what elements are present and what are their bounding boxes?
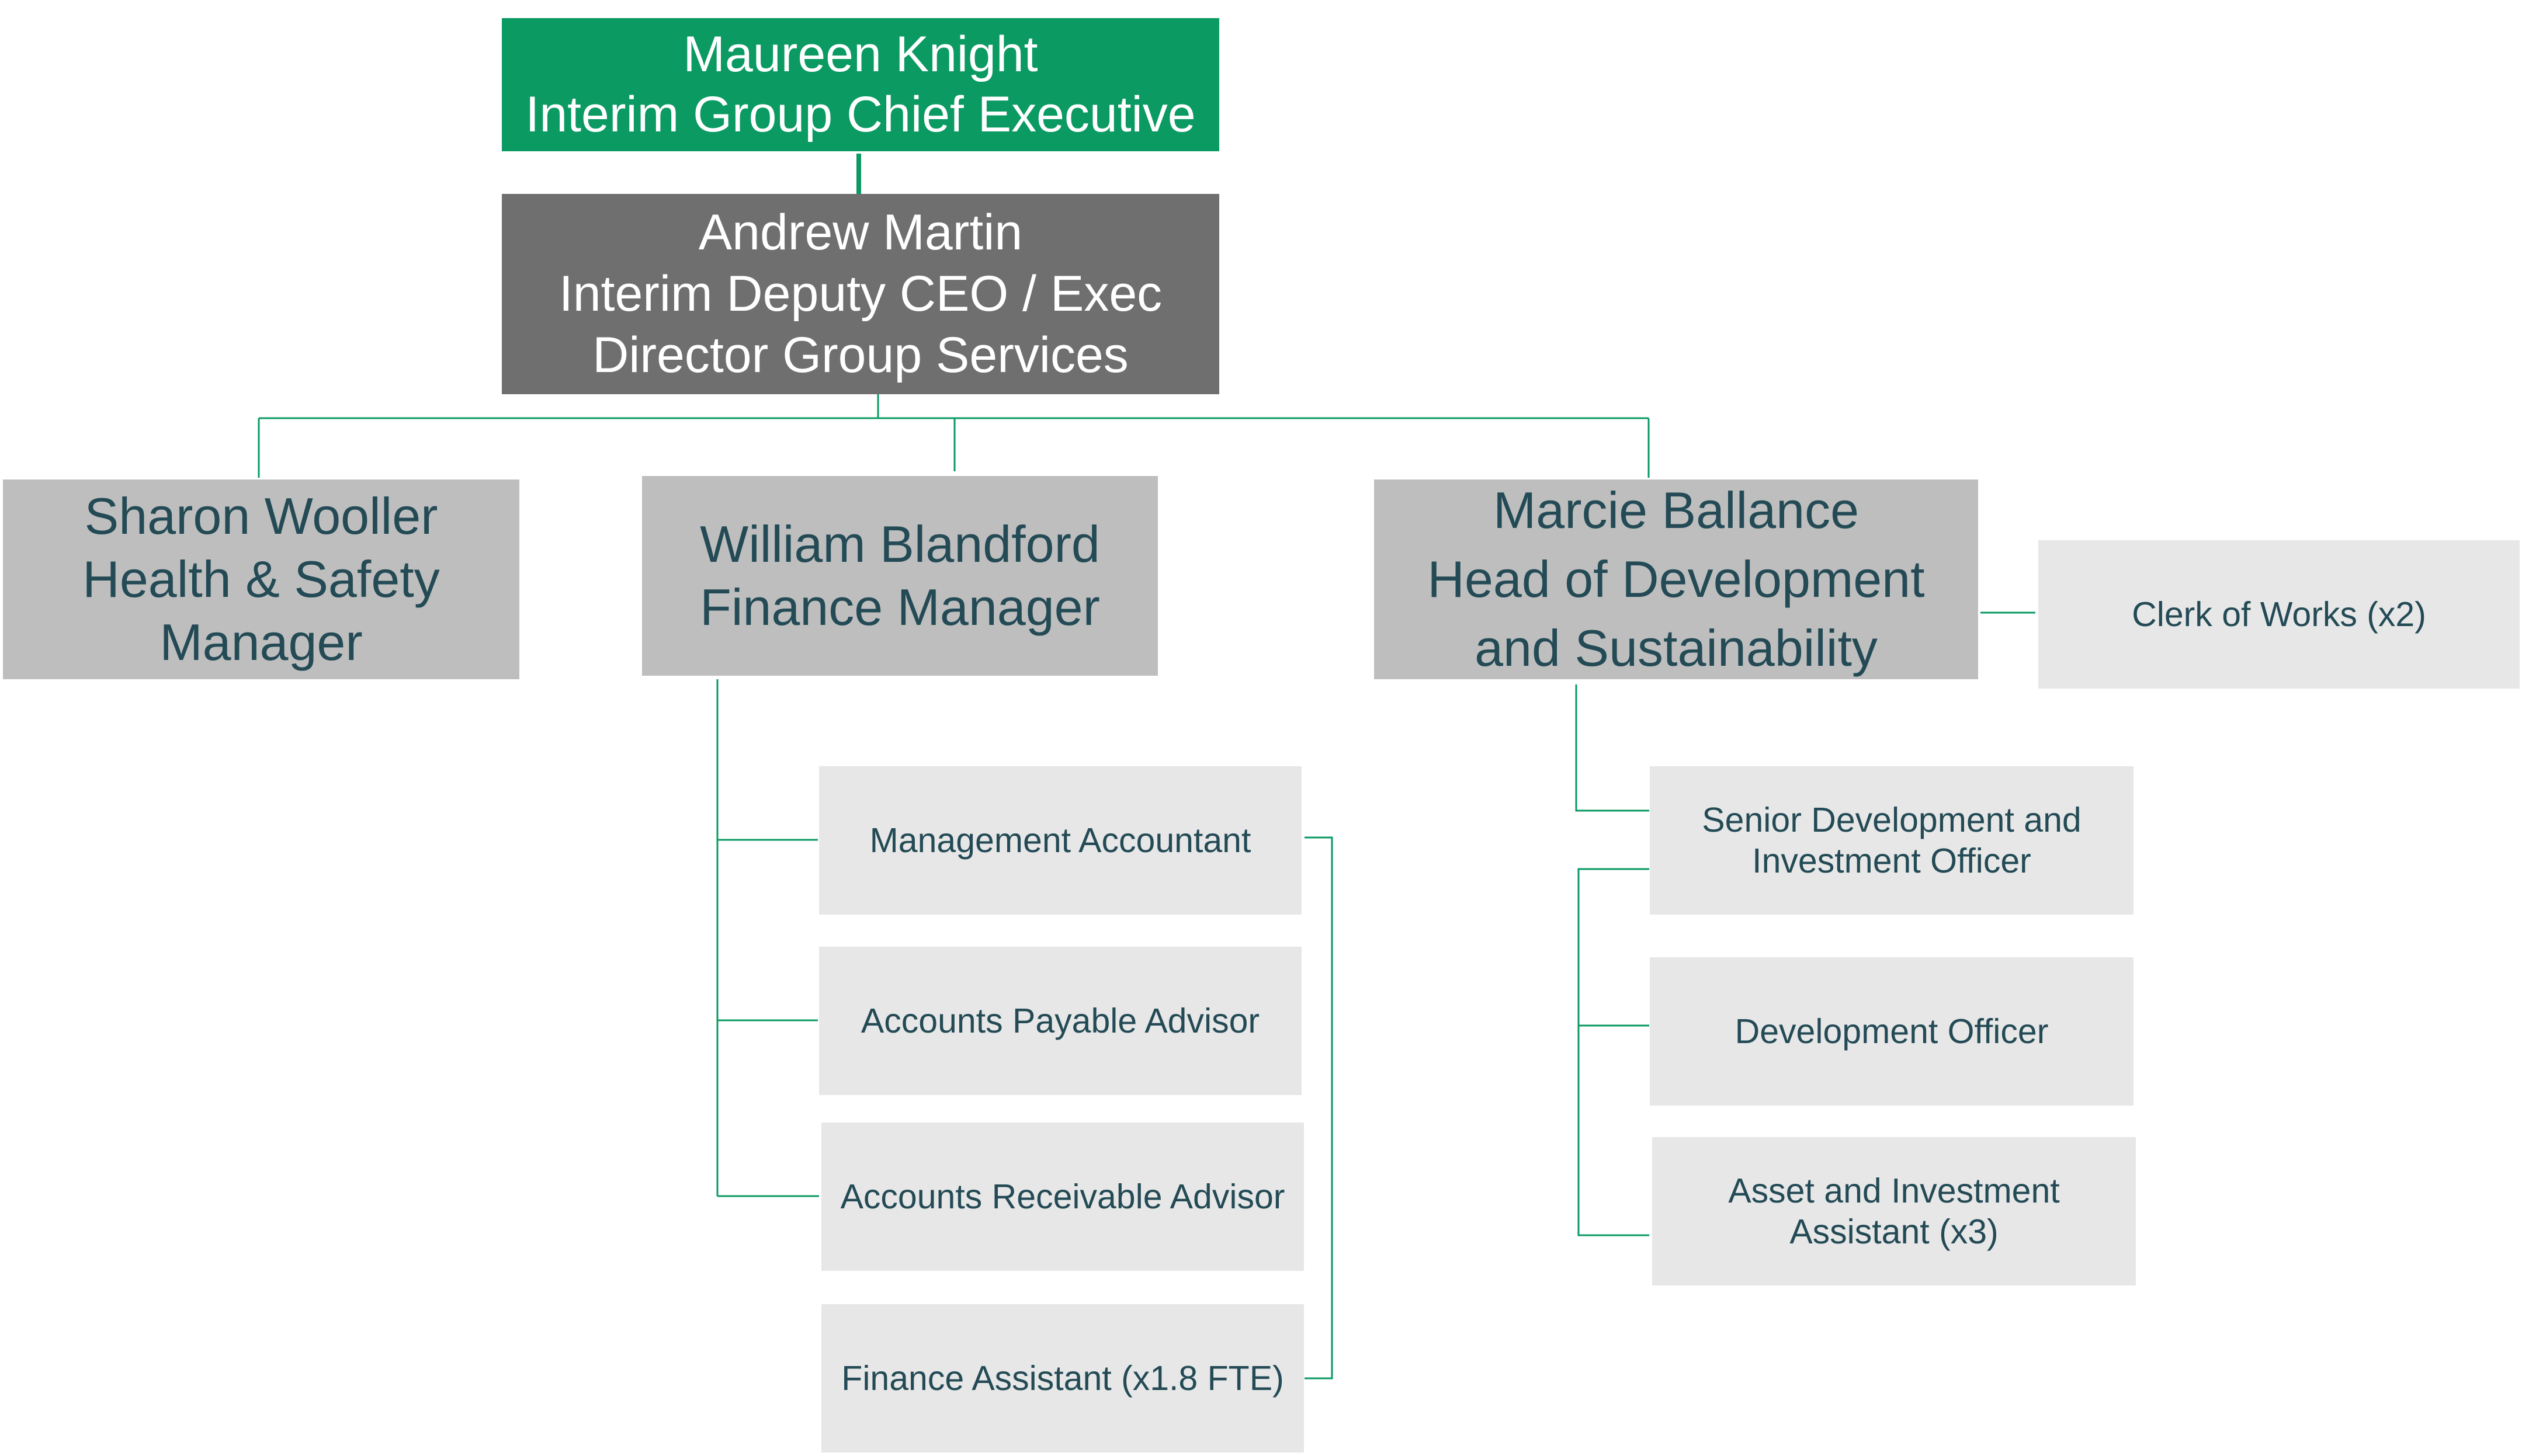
development-head-name: Marcie Ballance — [1493, 481, 1860, 539]
clerk-of-works-box: Clerk of Works (x2) — [2038, 540, 2520, 689]
clerk-of-works-label: Clerk of Works (x2) — [2132, 595, 2426, 634]
accounts-payable-advisor-label: Accounts Payable Advisor — [861, 1002, 1260, 1040]
senior-development-officer-box: Senior Development and Investment Office… — [1650, 766, 2134, 915]
asset-investment-assistant-line2: Assistant (x3) — [1789, 1212, 1999, 1251]
accounts-receivable-advisor-box: Accounts Receivable Advisor — [821, 1123, 1304, 1271]
development-officer-label: Development Officer — [1734, 1012, 2049, 1051]
development-head-box: Marcie Ballance Head of Development and … — [1374, 479, 1978, 679]
finance-assistant-box: Finance Assistant (x1.8 FTE) — [821, 1304, 1304, 1452]
asset-investment-assistant-box: Asset and Investment Assistant (x3) — [1652, 1137, 2136, 1285]
ceo-name: Maureen Knight — [683, 26, 1038, 82]
senior-development-officer-line1: Senior Development and — [1702, 801, 2082, 839]
health-safety-manager-title-line2: Manager — [159, 613, 363, 671]
accounts-payable-advisor-box: Accounts Payable Advisor — [819, 947, 1302, 1095]
finance-assistant-label: Finance Assistant (x1.8 FTE) — [841, 1359, 1284, 1398]
finance-manager-box: William Blandford Finance Manager — [642, 476, 1158, 676]
connector-dev-lower — [1577, 868, 1649, 1236]
senior-development-officer-line2: Investment Officer — [1752, 842, 2031, 880]
deputy-title-line1: Interim Deputy CEO / Exec — [558, 266, 1163, 322]
health-safety-manager-name: Sharon Wooller — [84, 487, 438, 545]
finance-manager-name: William Blandford — [700, 515, 1100, 573]
accounts-receivable-advisor-label: Accounts Receivable Advisor — [840, 1177, 1285, 1216]
deputy-box: Andrew Martin Interim Deputy CEO / Exec … — [502, 194, 1219, 394]
development-officer-box: Development Officer — [1650, 957, 2134, 1106]
development-head-title-line1: Head of Development — [1427, 550, 1925, 608]
finance-manager-title: Finance Manager — [700, 578, 1100, 636]
development-head-title-line2: and Sustainability — [1475, 619, 1878, 677]
deputy-title-line2: Director Group Services — [592, 327, 1129, 383]
ceo-title: Interim Group Chief Executive — [525, 86, 1196, 143]
connector-dev-senior — [1575, 684, 1649, 812]
health-safety-manager-box: Sharon Wooller Health & Safety Manager — [3, 479, 519, 679]
connector-finance-assistant — [1305, 836, 1333, 1379]
deputy-name: Andrew Martin — [698, 204, 1023, 260]
ceo-box: Maureen Knight Interim Group Chief Execu… — [502, 18, 1219, 151]
management-accountant-label: Management Accountant — [869, 821, 1251, 860]
asset-investment-assistant-line1: Asset and Investment — [1728, 1172, 2060, 1210]
management-accountant-box: Management Accountant — [819, 766, 1302, 915]
health-safety-manager-title-line1: Health & Safety — [82, 550, 440, 608]
